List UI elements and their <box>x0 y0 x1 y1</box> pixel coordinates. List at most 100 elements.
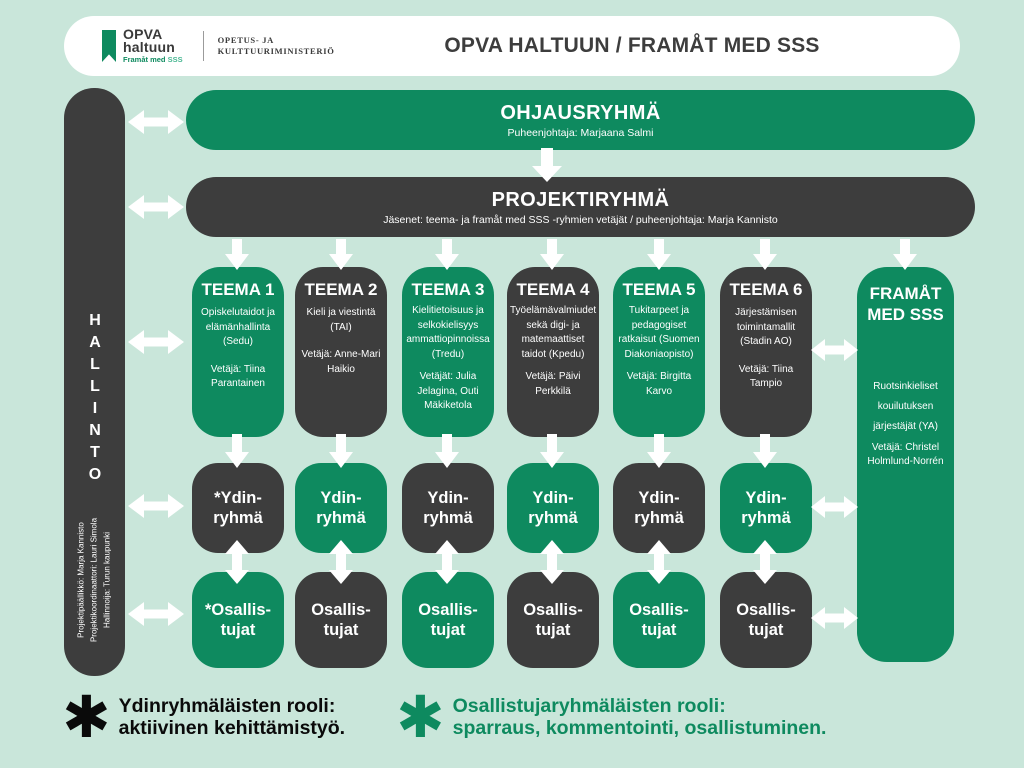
ydinryhma-1-line1: *Ydin- <box>214 489 262 507</box>
hallinto-role-koordinaattori: Projektikoordinaattori: Lauri Simola <box>89 517 99 643</box>
projektiryhma-title: PROJEKTIRYHMÄ <box>491 188 670 211</box>
legend-osallistujat-text: Osallistujaryhmäläisten rooli: sparraus,… <box>453 695 827 739</box>
projektiryhma-bar: PROJEKTIRYHMÄ Jäsenet: teema- ja framåt … <box>186 177 975 237</box>
osallistujat-5-line2: tujat <box>641 621 677 639</box>
down-arrow-icon <box>893 239 917 270</box>
legend-osallistujat-line1: Osallistujaryhmäläisten rooli: <box>452 695 726 717</box>
teema-4-description: Työelämävalmiudet sekä digi- ja matemaat… <box>510 305 597 360</box>
legend-ydinryhma: ✱ Ydinryhmäläisten rooli: aktiivinen keh… <box>62 688 346 746</box>
ministry-line1: OPETUS- JA <box>217 35 274 45</box>
legend-ydinryhma-line1: Ydinryhmäläisten rooli: <box>118 695 336 717</box>
ohjausryhma-bar: OHJAUSRYHMÄ Puheenjohtaja: Marjaana Salm… <box>186 90 975 150</box>
legend-ydinryhma-line2: aktiivinen kehittämistyö. <box>118 717 346 739</box>
teema-4-box: TEEMA 4 Työelämävalmiudet sekä digi- ja … <box>507 267 599 437</box>
osallistujat-2-line1: Osallis- <box>311 601 371 619</box>
hallinto-title: HALLINTO <box>86 312 104 488</box>
double-arrow-v-icon <box>647 540 671 584</box>
ydinryhma-6-line1: Ydin- <box>745 489 787 507</box>
double-arrow-h-icon <box>128 194 184 220</box>
osallistujat-6-box: Osallis-tujat <box>720 572 812 668</box>
double-arrow-h-icon <box>128 601 184 627</box>
teema-1-box: TEEMA 1 Opiskelutaidot ja elämänhallinta… <box>192 267 284 437</box>
double-arrow-h-icon <box>811 495 858 519</box>
double-arrow-v-icon <box>225 540 249 584</box>
double-arrow-h-icon <box>128 109 184 135</box>
down-arrow-icon <box>532 148 562 182</box>
ydinryhma-6-box: Ydin-ryhmä <box>720 463 812 553</box>
osallistujat-3-box: Osallis-tujat <box>402 572 494 668</box>
ohjausryhma-title: OHJAUSRYHMÄ <box>500 101 661 124</box>
logo-tagline-text: Framåt med <box>123 55 166 65</box>
logo-name-line1: OPVA <box>123 26 163 43</box>
osallistujat-1-line1: *Osallis- <box>204 601 272 619</box>
ydinryhma-4-box: Ydin-ryhmä <box>507 463 599 553</box>
double-arrow-v-icon <box>540 540 564 584</box>
ydinryhma-3-box: Ydin-ryhmä <box>402 463 494 553</box>
ydinryhma-2-box: Ydin-ryhmä <box>295 463 387 553</box>
ministry-logo: OPETUS- JA KULTTUURIMINISTERIÖ <box>218 35 335 57</box>
teema-2-leader: Vetäjä: Anne-Mari Haikio <box>301 349 381 375</box>
down-arrow-icon <box>225 434 249 468</box>
double-arrow-h-icon <box>128 329 184 355</box>
opva-logo-text: OPVA haltuun Framåt med SSS <box>123 26 183 64</box>
ydinryhma-3-line1: Ydin- <box>427 489 469 507</box>
teema-6-box: TEEMA 6 Järjestämisen toimintamallit (St… <box>720 267 812 437</box>
double-arrow-v-icon <box>329 540 353 584</box>
ydinryhma-3-line2: ryhmä <box>423 509 473 527</box>
double-arrow-h-icon <box>811 338 858 362</box>
double-arrow-h-icon <box>128 493 184 519</box>
teema-4-leader: Vetäjä: Päivi Perkkilä <box>525 371 581 397</box>
osallistujat-1-box: *Osallis-tujat <box>192 572 284 668</box>
header-divider <box>202 31 204 61</box>
legend-osallistujat: ✱ Osallistujaryhmäläisten rooli: sparrau… <box>396 683 827 751</box>
teema-5-title: TEEMA 5 <box>622 280 696 299</box>
osallistujat-6-line1: Osallis- <box>736 601 796 619</box>
framat-title: FRAMÅT MED SSS <box>857 283 954 325</box>
header-bar: OPVA haltuun Framåt med SSS OPETUS- JA K… <box>64 16 960 76</box>
double-arrow-v-icon <box>753 540 777 584</box>
ydinryhma-5-line1: Ydin- <box>638 489 680 507</box>
ydinryhma-5-line2: ryhmä <box>634 509 684 527</box>
down-arrow-icon <box>435 239 459 270</box>
ydinryhma-4-line2: ryhmä <box>528 509 578 527</box>
hallinto-role-hallinnoija: Hallinnoija: Turun kaupunki <box>102 531 112 629</box>
teema-1-leader: Vetäjä: Tiina Parantainen <box>210 363 266 390</box>
framat-title-line1: FRAMÅT <box>869 284 942 303</box>
osallistujat-3-line1: Osallis- <box>418 601 478 619</box>
osallistujat-6-line2: tujat <box>748 621 784 639</box>
double-arrow-v-icon <box>435 540 459 584</box>
framat-description: Ruotsinkieliset kouilutuksen järjestäjät… <box>873 381 938 432</box>
osallistujat-2-line2: tujat <box>323 621 359 639</box>
legend-osallistujat-line2: sparraus, kommentointi, osallistuminen. <box>452 717 827 739</box>
osallistujat-2-box: Osallis-tujat <box>295 572 387 668</box>
ydinryhma-6-line2: ryhmä <box>741 509 791 527</box>
osallistujat-5-line1: Osallis- <box>629 601 689 619</box>
projektiryhma-subtitle: Jäsenet: teema- ja framåt med SSS -ryhmi… <box>383 213 778 226</box>
teema-3-box: TEEMA 3 Kielitietoisuus ja selkokielisyy… <box>402 267 494 437</box>
down-arrow-icon <box>225 239 249 270</box>
teema-2-box: TEEMA 2 Kieli ja viestintä (TAI) Vetäjä:… <box>295 267 387 437</box>
logo-tagline: Framåt med SSS <box>123 56 183 64</box>
ministry-line2: KULTTUURIMINISTERIÖ <box>217 46 335 56</box>
opva-logo: OPVA haltuun Framåt med SSS <box>102 26 183 64</box>
down-arrow-icon <box>753 239 777 270</box>
osallistujat-4-line1: Osallis- <box>523 601 583 619</box>
osallistujat-1-line2: tujat <box>220 621 256 639</box>
ydinryhma-5-box: Ydin-ryhmä <box>613 463 705 553</box>
ydinryhma-2-line1: Ydin- <box>320 489 362 507</box>
osallistujat-4-line2: tujat <box>535 621 571 639</box>
down-arrow-icon <box>329 434 353 468</box>
ydinryhma-4-line1: Ydin- <box>532 489 574 507</box>
double-arrow-h-icon <box>811 606 858 630</box>
framat-title-line2: MED SSS <box>867 305 944 324</box>
asterisk-icon: ✱ <box>396 683 445 751</box>
teema-3-title: TEEMA 3 <box>411 280 485 299</box>
teema-6-title: TEEMA 6 <box>729 280 803 299</box>
teema-2-description: Kieli ja viestintä (TAI) <box>306 307 376 333</box>
down-arrow-icon <box>647 434 671 468</box>
down-arrow-icon <box>329 239 353 270</box>
osallistujat-5-box: Osallis-tujat <box>613 572 705 668</box>
teema-6-leader: Vetäjä: Tiina Tampio <box>738 363 794 390</box>
ydinryhma-1-box: *Ydin-ryhmä <box>192 463 284 553</box>
framat-med-sss-box: FRAMÅT MED SSS Ruotsinkieliset kouilutuk… <box>857 267 954 662</box>
